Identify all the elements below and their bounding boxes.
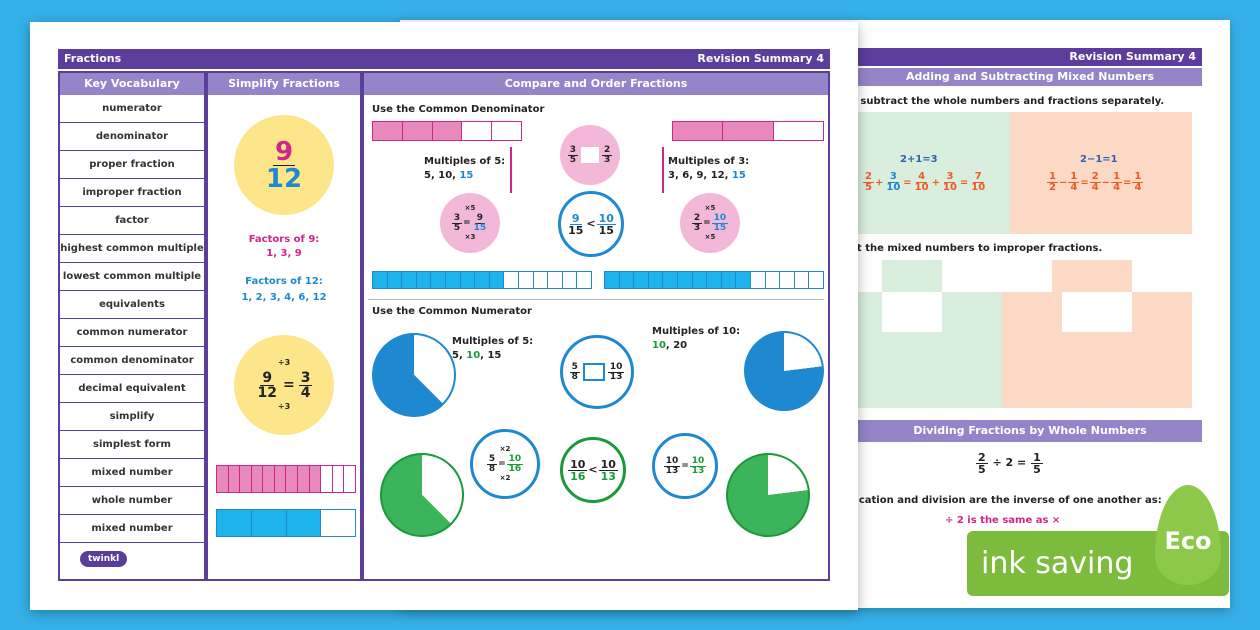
simplify-heading: Simplify Fractions <box>208 73 360 95</box>
vocab-heading: Key Vocabulary <box>60 73 204 95</box>
vocab-item: common denominator <box>60 347 204 375</box>
multiples5b: Multiples of 5:5, 10, 15 <box>452 336 534 361</box>
cn-title: Use the Common Numerator <box>372 306 532 317</box>
pie-green-left <box>380 453 464 537</box>
eco-label: ink saving <box>981 546 1134 581</box>
factors12: 1, 2, 3, 4, 6, 12 <box>241 292 327 303</box>
orange-panel <box>1010 112 1192 234</box>
vocab-item: simplest form <box>60 431 204 459</box>
vocab-item: improper fraction <box>60 179 204 207</box>
green-line-1: 2+1=3 <box>900 154 938 165</box>
front-header: Fractions Revision Summary 4 <box>58 49 830 69</box>
vocab-item: denominator <box>60 123 204 151</box>
orange-line-1: 2−1=1 <box>1080 154 1118 165</box>
multiples3: Multiples of 3:3, 6, 9, 12, 15 <box>668 156 750 181</box>
factors9-title: Factors of 9: <box>248 234 320 245</box>
compare-panel: Compare and Order Fractions Use the Comm… <box>362 71 830 581</box>
factors9: 1, 3, 9 <box>266 248 302 259</box>
compare-heading: Compare and Order Fractions <box>364 73 828 95</box>
front-sheet: Fractions Revision Summary 4 Key Vocabul… <box>30 22 858 610</box>
vocab-item: mixed number <box>60 459 204 487</box>
inverse-text: lication and division are the inverse of… <box>852 495 1162 506</box>
div-heading: Dividing Fractions by Whole Numbers <box>858 420 1202 442</box>
vocab-item: numerator <box>60 95 204 123</box>
vocab-item: simplify <box>60 403 204 431</box>
blue-bar <box>216 509 356 537</box>
divider <box>368 299 824 300</box>
cd-title: Use the Common Denominator <box>372 104 545 115</box>
vocab-item: lowest common multiple <box>60 263 204 291</box>
pink-bar-thirds <box>672 121 824 141</box>
eco-banner: ink saving Eco <box>967 485 1229 596</box>
twinkl-logo: twinkl <box>80 551 128 567</box>
pie-five-eighths <box>372 333 456 417</box>
multiples10: Multiples of 10:10, 20 <box>652 326 741 351</box>
pie-ten-thirteenths <box>744 331 824 411</box>
back-header: Revision Summary 4 <box>858 48 1202 66</box>
blue-bar-15a <box>372 271 592 289</box>
pink-bar <box>216 465 356 493</box>
vocab-item: mixed number <box>60 515 204 543</box>
checker-panel <box>852 260 1192 408</box>
green-panel <box>852 112 1010 234</box>
vocab-item: common numerator <box>60 319 204 347</box>
step1-text: r subtract the whole numbers and fractio… <box>852 96 1165 107</box>
add-heading: Adding and Subtracting Mixed Numbers <box>858 68 1202 86</box>
vocab-item: whole number <box>60 487 204 515</box>
marker-right <box>662 147 664 193</box>
vocab-item: factor <box>60 207 204 235</box>
vocab-item: decimal equivalent <box>60 375 204 403</box>
page-subtitle: Revision Summary 4 <box>697 52 824 65</box>
page-title: Fractions <box>64 52 122 65</box>
step2-text: rt the mixed numbers to improper fractio… <box>852 243 1103 254</box>
pie-green-right <box>726 453 810 537</box>
multiples5: Multiples of 5:5, 10, 15 <box>424 156 506 181</box>
pink-bar-fifths <box>372 121 522 141</box>
eco-badge: Eco <box>1164 527 1212 555</box>
vocab-item: equivalents <box>60 291 204 319</box>
vocab-item: highest common multiple <box>60 235 204 263</box>
factors12-title: Factors of 12: <box>245 276 323 287</box>
inverse-text-2: ÷ 2 is the same as × <box>945 515 1061 526</box>
blue-bar-15b <box>604 271 824 289</box>
vocab-item: proper fraction <box>60 151 204 179</box>
marker-left <box>510 147 512 193</box>
